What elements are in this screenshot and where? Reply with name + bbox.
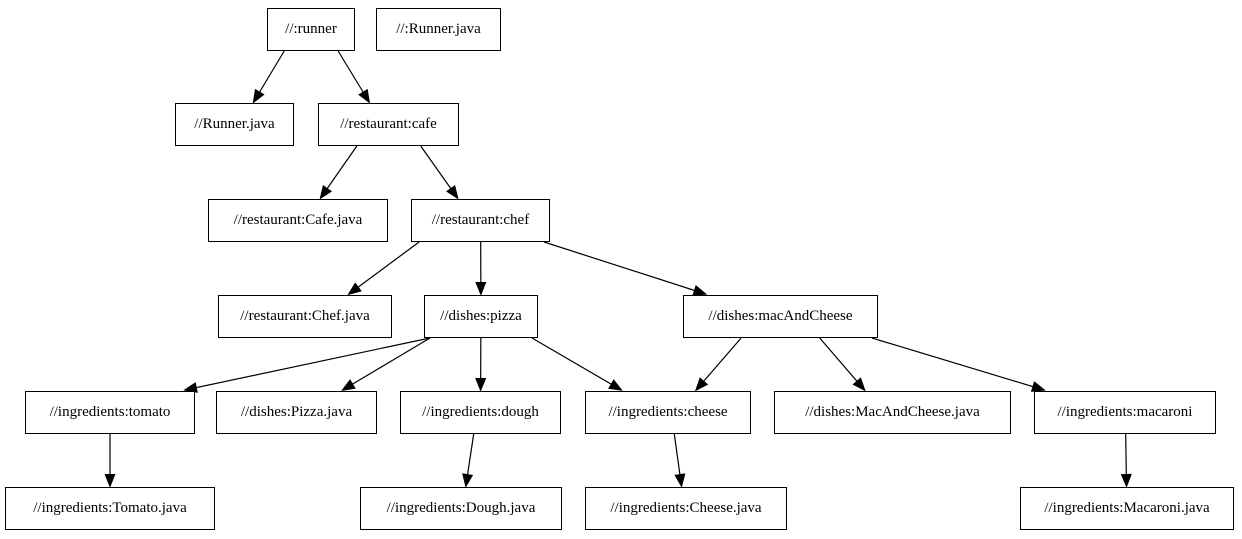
graph-node-cheese: //ingredients:cheese (585, 391, 751, 434)
graph-node-pizza_java: //dishes:Pizza.java (216, 391, 377, 434)
graph-node-macaroni: //ingredients:macaroni (1034, 391, 1216, 434)
edge-group (110, 50, 1127, 486)
edge-cafe-to-cafe_java (321, 145, 358, 198)
edge-chef-to-mac_and_cheese (543, 241, 706, 294)
graph-node-runner_java: //Runner.java (175, 103, 294, 146)
edge-runner-to-cafe (337, 50, 369, 102)
graph-node-macaroni_java: //ingredients:Macaroni.java (1020, 487, 1234, 530)
edge-pizza-to-pizza_java (343, 337, 431, 390)
graph-node-mac_and_cheese_java: //dishes:MacAndCheese.java (774, 391, 1011, 434)
graph-node-cheese_java: //ingredients:Cheese.java (585, 487, 787, 530)
graph-node-mac_and_cheese: //dishes:macAndCheese (683, 295, 878, 338)
graph-node-cafe_java: //restaurant:Cafe.java (208, 199, 388, 242)
edge-pizza-to-cheese (531, 337, 621, 390)
graph-node-runner_java_top: //:Runner.java (376, 8, 501, 51)
graph-node-chef_java: //restaurant:Chef.java (218, 295, 392, 338)
graph-node-dough_java: //ingredients:Dough.java (360, 487, 562, 530)
edge-pizza-to-tomato (185, 337, 431, 390)
edge-mac_and_cheese-to-macaroni (871, 337, 1044, 390)
graph-node-runner: //:runner (267, 8, 355, 51)
graph-node-pizza: //dishes:pizza (424, 295, 538, 338)
graph-node-chef: //restaurant:chef (411, 199, 550, 242)
graph-node-tomato: //ingredients:tomato (25, 391, 195, 434)
edge-cafe-to-chef (420, 145, 458, 198)
edge-cheese-to-cheese_java (673, 433, 681, 486)
edge-mac_and_cheese-to-mac_and_cheese_java (819, 337, 865, 390)
edge-chef-to-chef_java (349, 241, 420, 294)
graph-node-tomato_java: //ingredients:Tomato.java (5, 487, 215, 530)
graph-node-cafe: //restaurant:cafe (318, 103, 459, 146)
edge-dough-to-dough_java (466, 433, 475, 486)
edge-mac_and_cheese-to-cheese (696, 337, 742, 390)
graph-node-dough: //ingredients:dough (400, 391, 561, 434)
edge-macaroni-to-macaroni_java (1126, 433, 1127, 486)
edge-runner-to-runner_java (254, 50, 285, 102)
